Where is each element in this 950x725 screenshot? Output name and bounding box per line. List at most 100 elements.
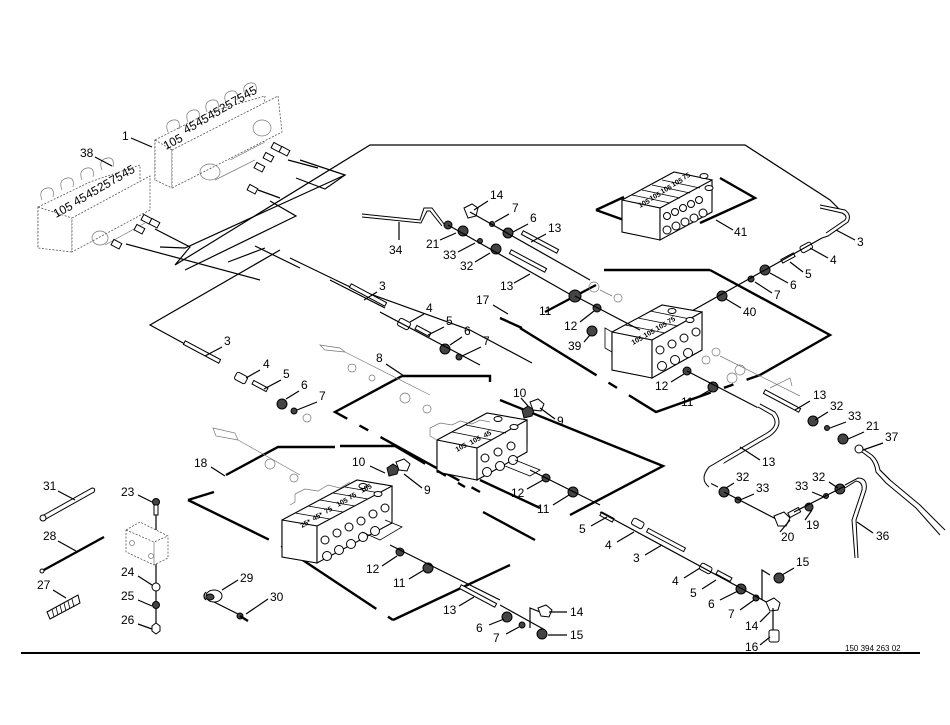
callout-13: 13 bbox=[500, 279, 514, 293]
callout-6: 6 bbox=[790, 278, 797, 292]
callout-16: 16 bbox=[745, 640, 759, 654]
valve-block-1-section: 45 bbox=[205, 104, 224, 123]
distributor-41-section: 105 bbox=[638, 198, 652, 210]
tube-assembly-3-lower bbox=[599, 511, 785, 643]
callout-24: 24 bbox=[121, 565, 135, 579]
document-number: 150 394 263 02 bbox=[845, 644, 901, 653]
callout-5: 5 bbox=[446, 314, 453, 328]
callout-4: 4 bbox=[672, 574, 679, 588]
callout-14: 14 bbox=[490, 188, 504, 202]
callout-32: 32 bbox=[736, 470, 750, 484]
callout-6: 6 bbox=[530, 211, 537, 225]
callout-12: 12 bbox=[655, 379, 669, 393]
callout-4: 4 bbox=[605, 538, 612, 552]
callout-30: 30 bbox=[270, 590, 284, 604]
callout-13: 13 bbox=[813, 388, 827, 402]
valve-block-38-section: 75 bbox=[107, 169, 126, 188]
callout-9: 9 bbox=[557, 414, 564, 428]
callout-25: 25 bbox=[121, 589, 135, 603]
part-27-spring bbox=[46, 594, 81, 620]
supply-lines bbox=[125, 144, 843, 364]
callout-36: 36 bbox=[876, 529, 890, 543]
callout-7: 7 bbox=[493, 631, 500, 645]
callout-5: 5 bbox=[283, 367, 290, 381]
callout-6: 6 bbox=[301, 378, 308, 392]
distributor-41: 105 105 105 105 75 bbox=[595, 171, 758, 241]
callout-3: 3 bbox=[857, 235, 864, 249]
callout-33: 33 bbox=[443, 248, 457, 262]
callout-33: 33 bbox=[756, 481, 770, 495]
lower-right-fittings bbox=[718, 469, 891, 559]
distributor-41-section: 75 bbox=[682, 172, 692, 182]
pipe-34-assembly bbox=[361, 203, 591, 301]
distributor-17-section: 105 bbox=[643, 328, 657, 340]
distributor-18-section: 105 bbox=[336, 497, 350, 509]
callout-10: 10 bbox=[513, 386, 527, 400]
valve-block-1-section: 45 bbox=[181, 118, 200, 137]
callout-41: 41 bbox=[734, 225, 748, 239]
callout-6: 6 bbox=[708, 597, 715, 611]
callout-10: 10 bbox=[352, 455, 366, 469]
callout-33: 33 bbox=[795, 479, 809, 493]
callout-39: 39 bbox=[568, 339, 582, 353]
valve-block-38-section: 25 bbox=[95, 176, 114, 195]
valve-block-1-section: 75 bbox=[229, 90, 248, 109]
callout-32: 32 bbox=[830, 399, 844, 413]
part-28-rod bbox=[39, 535, 105, 574]
valve-block-1-fittings bbox=[246, 141, 291, 195]
callout-21: 21 bbox=[866, 419, 880, 433]
valve-block-1: 105 45 45 45 25 75 45 bbox=[154, 82, 291, 195]
valve-block-1-section: 25 bbox=[217, 97, 236, 116]
tube-assembly-3-upper bbox=[348, 283, 481, 366]
callout-31: 31 bbox=[43, 479, 57, 493]
callout-32: 32 bbox=[460, 259, 474, 273]
callout-23: 23 bbox=[121, 485, 135, 499]
distributor-8-section: 105 bbox=[455, 442, 469, 454]
callout-29: 29 bbox=[240, 571, 254, 585]
callout-5: 5 bbox=[579, 522, 586, 536]
callout-27: 27 bbox=[37, 578, 51, 592]
distributor-41-section: 105 bbox=[671, 177, 685, 189]
callout-21: 21 bbox=[426, 237, 440, 251]
callout-28: 28 bbox=[43, 529, 57, 543]
callout-20: 20 bbox=[781, 530, 795, 544]
callout-3: 3 bbox=[633, 551, 640, 565]
callout-18: 18 bbox=[194, 456, 208, 470]
callout-7: 7 bbox=[512, 201, 519, 215]
callout-11: 11 bbox=[537, 502, 550, 516]
callout-15: 15 bbox=[796, 555, 810, 569]
callout-12: 12 bbox=[511, 486, 525, 500]
callout-40: 40 bbox=[743, 305, 757, 319]
distributor-8-section: 105 bbox=[469, 435, 483, 447]
callout-5: 5 bbox=[690, 586, 697, 600]
callout-11: 11 bbox=[681, 395, 694, 409]
valve-block-38: 105 45 45 25 75 45 bbox=[37, 157, 161, 253]
part-31-tube bbox=[39, 487, 96, 522]
callout-7: 7 bbox=[728, 607, 735, 621]
callout-17: 17 bbox=[476, 293, 490, 307]
callout-11: 11 bbox=[393, 576, 406, 590]
callout-1: 1 bbox=[122, 129, 129, 143]
callout-6: 6 bbox=[464, 324, 471, 338]
callout-19: 19 bbox=[806, 518, 820, 532]
callout-5: 5 bbox=[805, 267, 812, 281]
distributor-41-section: 105 bbox=[649, 191, 663, 203]
callout-7: 7 bbox=[483, 334, 490, 348]
callout-14: 14 bbox=[570, 605, 584, 619]
distributor-18-section: 75 bbox=[348, 492, 358, 502]
callout-12: 12 bbox=[366, 562, 380, 576]
callout-7: 7 bbox=[774, 288, 781, 302]
callout-32: 32 bbox=[812, 470, 826, 484]
distributor-17-section: 75 bbox=[667, 316, 677, 326]
callout-38: 38 bbox=[80, 146, 94, 160]
callout-33: 33 bbox=[848, 409, 862, 423]
valve-block-1-section: 45 bbox=[193, 111, 212, 130]
distributor-18-section: 25* bbox=[300, 519, 313, 530]
callout-13: 13 bbox=[762, 455, 776, 469]
distributor-18-section: 75 bbox=[324, 506, 334, 516]
valve-block-1-section: 45 bbox=[241, 83, 260, 102]
distributor-8-frame bbox=[332, 374, 666, 517]
callout-11: 11 bbox=[539, 304, 552, 318]
callout-3: 3 bbox=[379, 279, 386, 293]
